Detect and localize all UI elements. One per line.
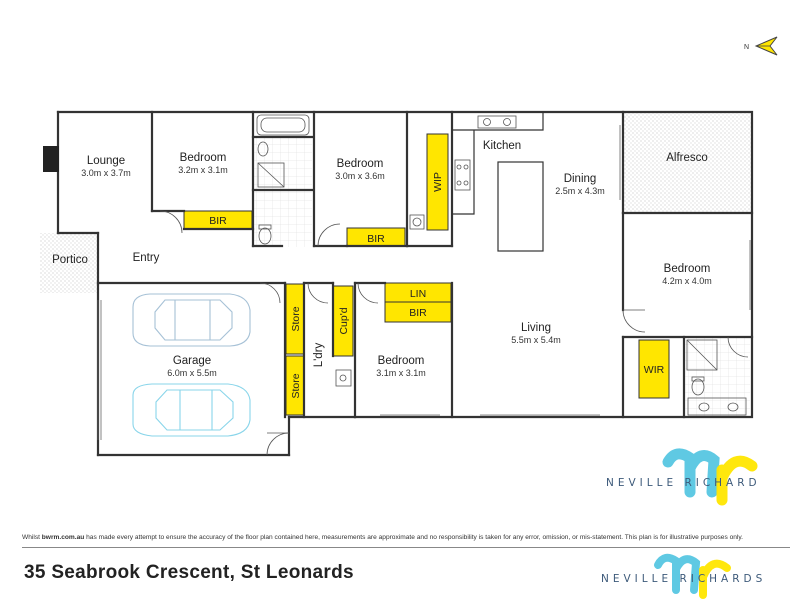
room-bedroom-2-size: 3.0m x 3.6m [335,171,385,181]
tag-lin: LIN [410,288,426,300]
room-dining-size: 2.5m x 4.3m [555,186,605,196]
room-labels: Lounge 3.0m x 3.7m Bedroom 3.2m x 3.1m B… [52,140,712,378]
room-lounge-size: 3.0m x 3.7m [81,168,131,178]
compass-label: N [744,44,749,51]
tag-bir-2: BIR [367,233,385,245]
door-swings [159,210,749,456]
footer-brand-logo: NEVILLE RICHARDS [601,553,766,599]
room-bedroom-1-name: Bedroom [180,152,227,164]
brand-name-bottom: NEVILLE RICHARDS [601,573,766,585]
room-lounge-name: Lounge [87,155,125,167]
car-icon [132,383,251,437]
tag-bir-3: BIR [409,307,427,319]
disclaimer-prefix: Whilst [22,534,42,541]
disclaimer-rest: has made every attempt to ensure the acc… [84,534,744,541]
brand-name-top: NEVILLE RICHARD [606,477,761,489]
portico-area [40,233,98,293]
room-living-size: 5.5m x 5.4m [511,335,561,345]
room-bedroom-master-size: 4.2m x 4.0m [662,276,712,286]
room-bedroom-2-name: Bedroom [337,158,384,170]
wir-box [638,339,670,399]
room-kitchen-name: Kitchen [483,140,521,152]
tag-cupd: Cup'd [338,307,350,334]
wip-box [426,133,449,231]
tag-store-2: Store [290,373,302,398]
storage-tags: BIR BIR WIP LIN BIR Store Store Cup'd WI… [209,172,664,398]
property-address: 35 Seabrook Crescent, St Leonards [24,562,354,583]
portico-post [43,146,59,172]
room-garage-size: 6.0m x 5.5m [167,368,217,378]
divider-top [22,547,790,548]
disclaimer-site: bwrm.com.au [41,534,85,541]
room-bedroom-3-name: Bedroom [378,355,425,367]
tag-wir: WIR [644,364,665,376]
room-entry-name: Entry [133,252,160,264]
tag-wip: WIP [432,172,444,192]
room-dining-name: Dining [564,173,597,185]
disclaimer-text: Whilst bwrm.com.au has made every attemp… [22,534,782,541]
alfresco-area [623,112,752,213]
kitchen-benches [452,112,544,252]
room-living-name: Living [521,322,551,334]
room-bedroom-1-size: 3.2m x 3.1m [178,165,228,175]
room-bedroom-master-name: Bedroom [664,263,711,275]
room-laundry-name: L'dry [313,342,325,367]
room-bedroom-3-size: 3.1m x 3.1m [376,368,426,378]
tag-bir-1: BIR [209,215,227,227]
tag-store-1: Store [290,306,302,331]
room-alfresco-name: Alfresco [666,152,708,164]
brand-logo: NEVILLE RICHARD [606,448,761,506]
fixtures [256,114,747,416]
north-arrow-icon: N [744,36,778,56]
car-icon [132,293,251,347]
wet-area-tiles [253,137,312,247]
room-portico-name: Portico [52,254,88,266]
room-garage-name: Garage [173,355,211,367]
